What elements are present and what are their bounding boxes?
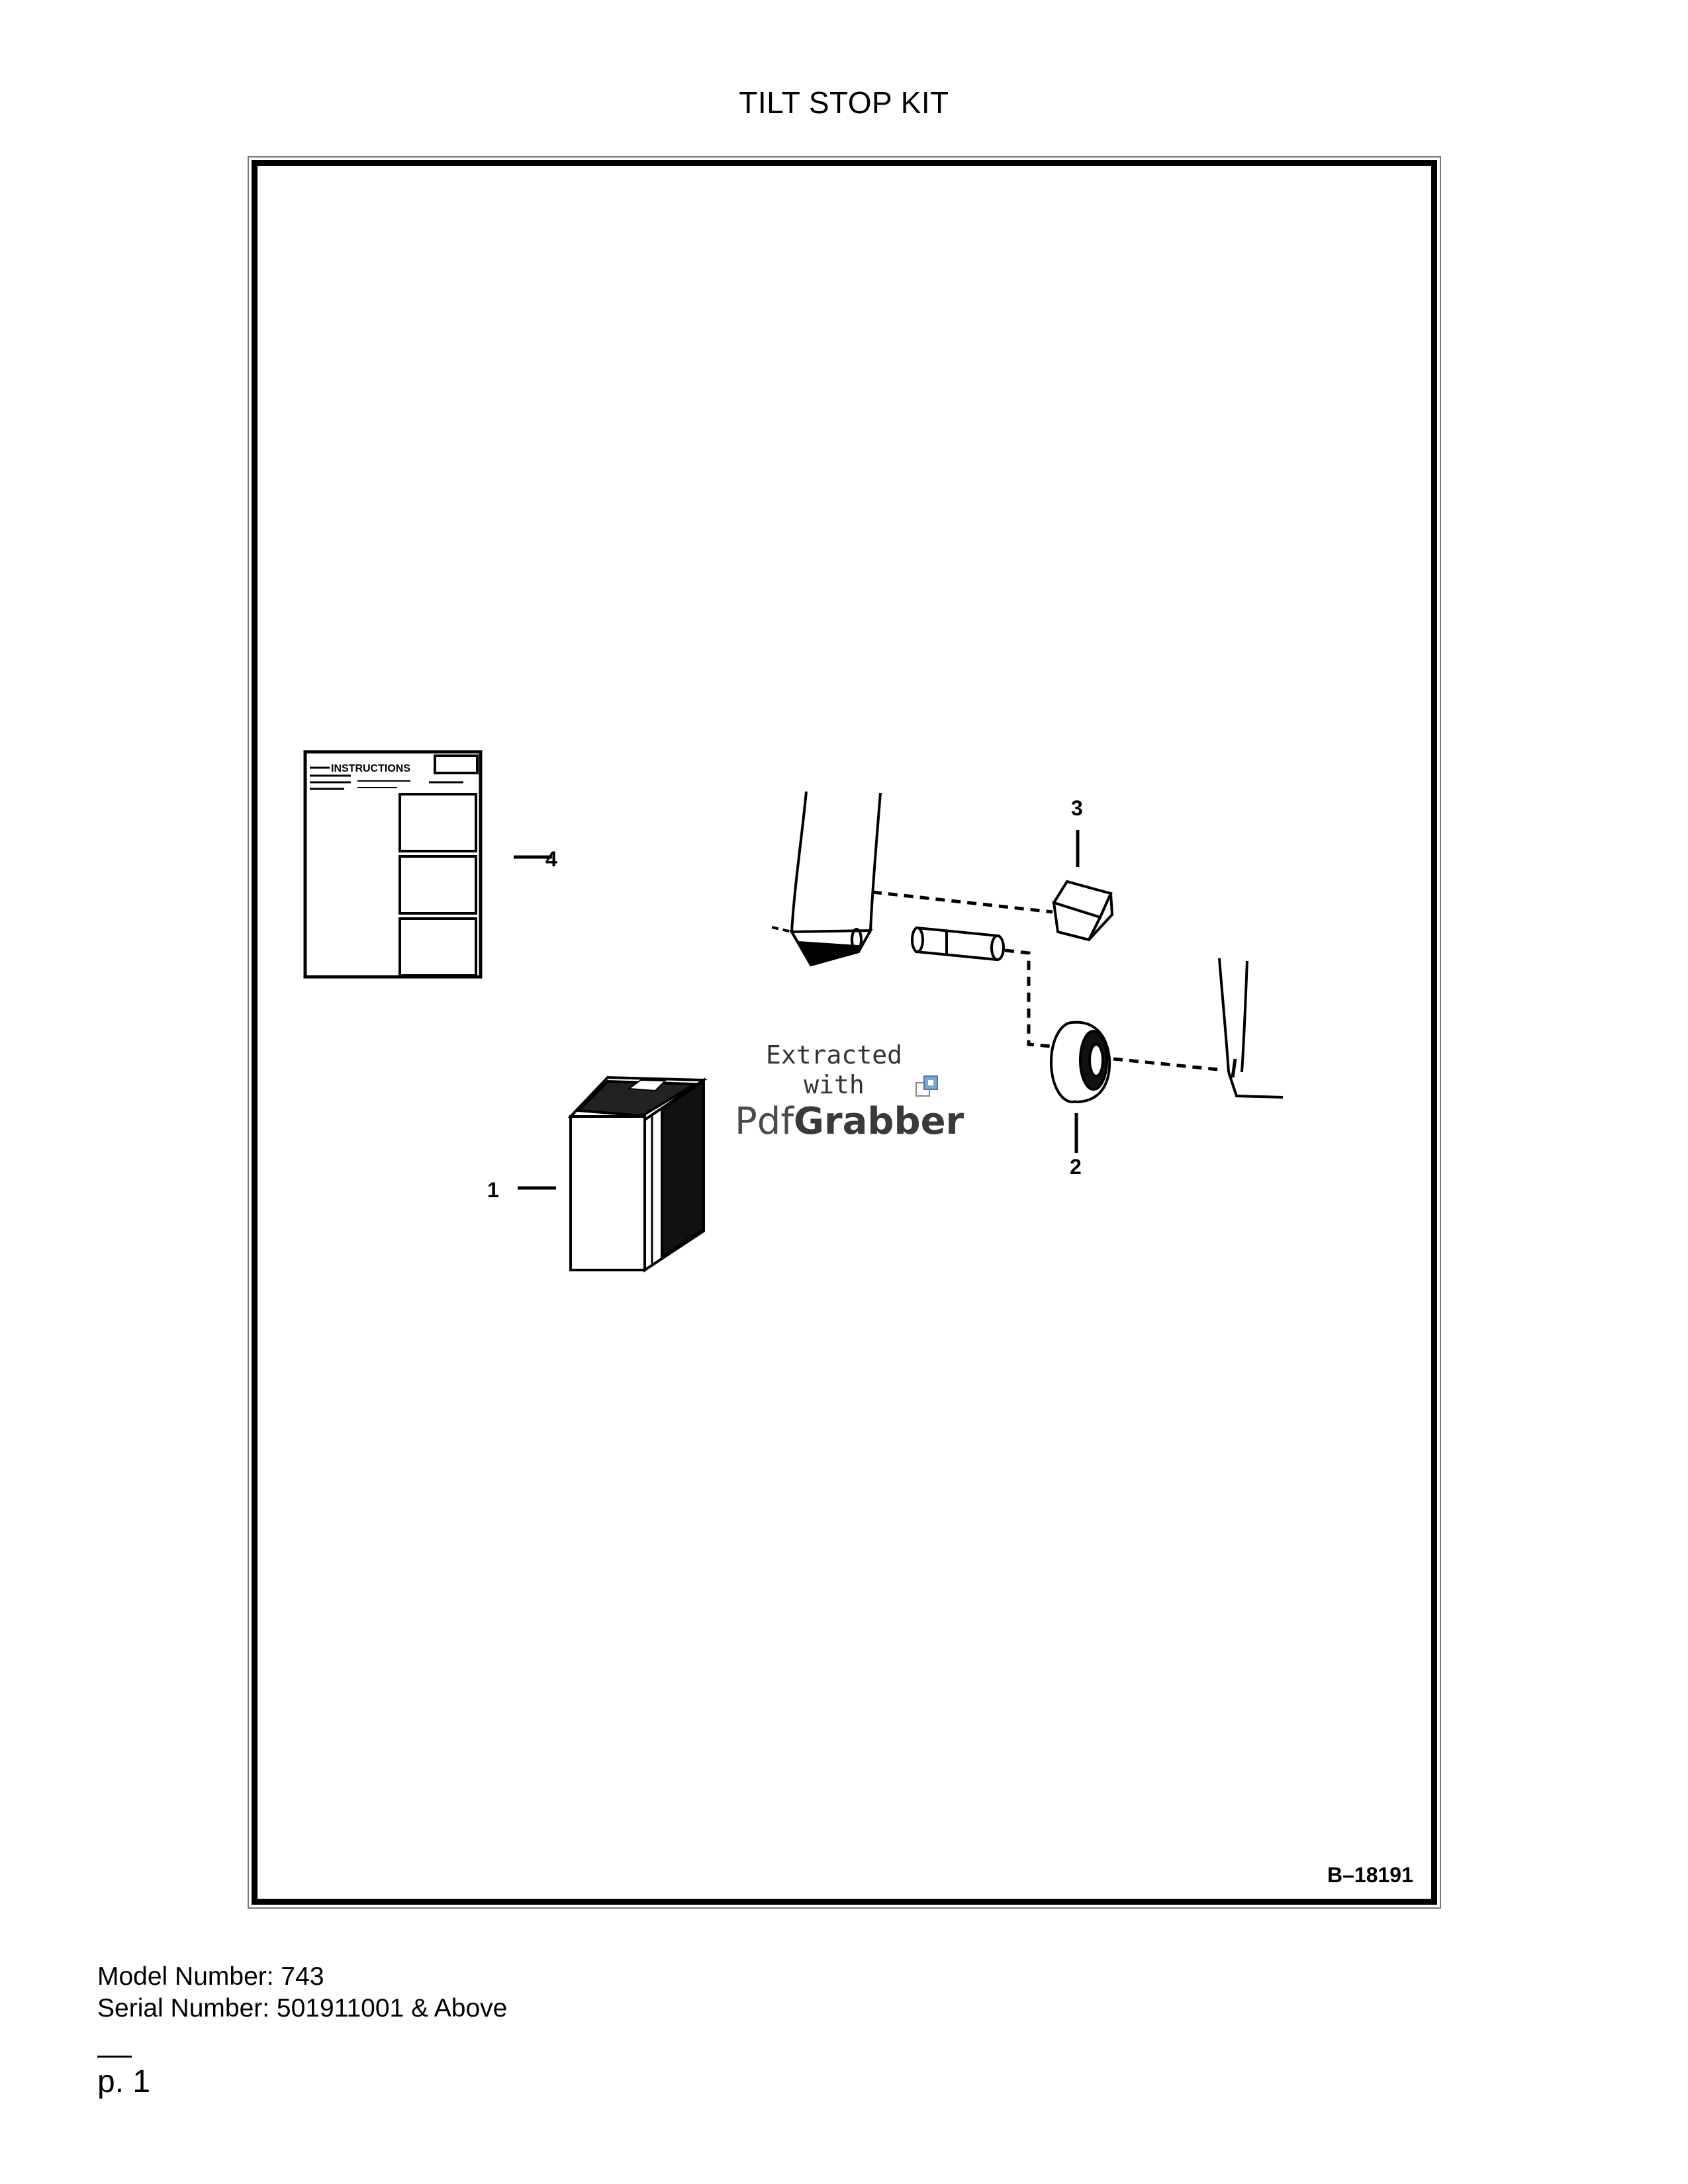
tilt-stop-block-illustration (1051, 830, 1114, 942)
page-number-rule (97, 2056, 132, 2058)
serial-number: Serial Number: 501911001 & Above (97, 1994, 508, 2023)
figure-frame-outer (248, 156, 1441, 1909)
watermark-line2: with (804, 1070, 865, 1099)
callout-1: 1 (487, 1178, 499, 1202)
callout-2: 2 (1070, 1155, 1082, 1179)
watermark-line1: Extracted (766, 1040, 902, 1069)
page-number: p. 1 (97, 2064, 151, 2099)
drawing-code: B–18191 (1327, 1863, 1413, 1887)
callout-3: 3 (1071, 796, 1083, 820)
watermark-brand-suffix: Grabber (794, 1100, 964, 1143)
watermark-brand: PdfGrabber (735, 1100, 964, 1143)
model-info: Model Number: 743 Serial Number: 5019110… (97, 1961, 507, 2025)
frame-member-right-illustration (1218, 958, 1284, 1099)
callout-4: 4 (545, 847, 557, 871)
kit-box-illustration (567, 1075, 708, 1273)
model-number: Model Number: 743 (97, 1962, 324, 1991)
instruction-sheet-illustration: INSTRUCTIONS (303, 750, 483, 979)
pdfgrabber-logo-icon (915, 1075, 938, 1097)
page-title: TILT STOP KIT (739, 85, 949, 120)
figure-frame (252, 160, 1437, 1905)
instruction-sheet-heading: INSTRUCTIONS (331, 763, 410, 774)
watermark-brand-prefix: Pdf (735, 1100, 794, 1143)
pin-illustration (911, 926, 1005, 962)
tilt-arm-left-illustration (771, 791, 882, 967)
bushing-illustration (1050, 1021, 1111, 1153)
pdfgrabber-watermark: Extracted with PdfGrabber (728, 1034, 966, 1146)
